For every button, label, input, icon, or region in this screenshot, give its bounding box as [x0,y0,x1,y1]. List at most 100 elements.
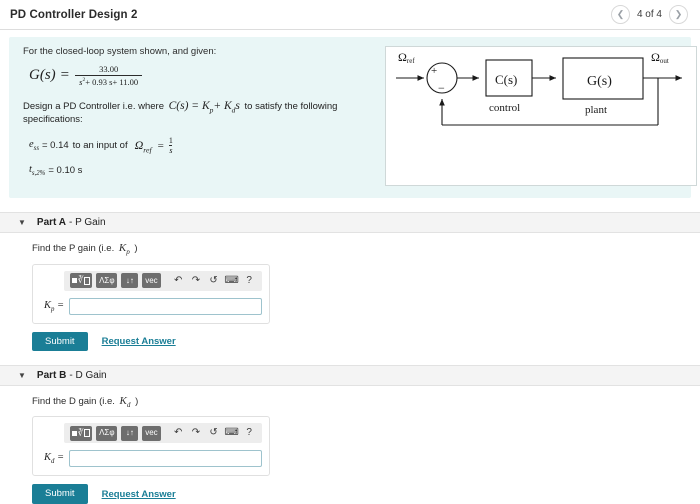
help-icon[interactable]: ? [246,274,252,286]
part-b-request-answer-link[interactable]: Request Answer [101,488,176,500]
diagram-sum-plus: + [431,65,437,77]
transfer-function-numerator: 33.00 [99,64,119,74]
spec-e-sub: ss [33,145,39,153]
spec-frac-num: 1 [168,136,173,146]
part-b-answer-input[interactable] [69,450,262,468]
part-a-math-toolbar: ∛ ΛΣφ ↓↑ vec ↶ ↷ ↺ ⌨ ? [64,270,262,291]
part-b-field-equals: = [57,452,65,464]
spec-t-base: t [29,164,32,176]
diagram-output-label: Ωout [651,50,669,65]
next-page-button[interactable]: ❯ [669,5,688,24]
part-a-label: Part A [36,217,67,229]
problem-statement: For the closed-loop system shown, and gi… [19,46,373,186]
redo-icon[interactable]: ↷ [191,274,201,286]
spec-settling-time: ts,2% = 0.10 s [29,164,373,177]
design-text-after: to satisfy the following specifications: [23,101,338,126]
template-sqrt-button[interactable]: ∛ [70,273,93,289]
spec-frac-den: s [169,145,173,156]
part-b-symbol-base: K [119,395,127,408]
part-a-answer-input[interactable] [69,297,262,315]
prev-page-button[interactable]: ❮ [610,5,630,24]
undo-icon[interactable]: ↶ [174,427,183,439]
part-b-sublabel: - D Gain [69,370,107,382]
part-a-symbol-sub: p [126,248,130,257]
diagram-block-g: G(s) [587,74,612,89]
part-a-symbol-base: K [118,242,127,255]
part-a-prompt-symbol: Kp [118,242,130,257]
reset-icon[interactable]: ↺ [209,427,218,439]
reset-icon[interactable]: ↺ [209,274,218,286]
spec-e-base: e [29,139,34,151]
part-b-symbol-sub: d [126,401,131,410]
part-b-field-label: Kd = [44,452,64,465]
controller-eq-main: C(s) = K [168,100,210,112]
design-instruction: Design a PD Controller i.e. where C(s) =… [23,100,373,125]
denominator-s: s [79,77,83,87]
page-title: PD Controller Design 2 [10,8,138,21]
part-a-field-base: K [44,299,52,311]
diagram-block-c: C(s) [495,72,517,87]
controller-sub-p: p [209,105,214,115]
part-a-prompt-after: ) [134,243,138,255]
caret-down-icon[interactable]: ▼ [18,217,26,227]
problem-panel: For the closed-loop system shown, and gi… [9,37,697,199]
part-header-b[interactable]: ▼ Part B - D Gain [0,365,700,387]
part-b-field-sub: d [51,458,55,466]
redo-icon[interactable]: ↷ [191,427,201,439]
pagination: ❮ 4 of 4 ❯ [610,5,688,24]
page-indicator: 4 of 4 [636,9,662,20]
controller-eq-end: s [235,100,240,112]
denominator-rest: + 0.93 s+ 11.00 [85,77,139,87]
part-b-prompt-symbol: Kd [119,395,131,410]
app-header: PD Controller Design 2 ❮ 4 of 4 ❯ [0,0,700,30]
vector-button[interactable]: vec [142,425,161,441]
sort-arrows-button[interactable]: ↓↑ [121,425,139,441]
part-a-field-sub: p [51,305,55,313]
keyboard-icon[interactable]: ⌨ [224,427,239,439]
controller-equation: C(s) = Kp+ Kds [168,100,240,115]
spec-omega-glyph: Ω [134,137,144,152]
part-a-field-row: Kp = [40,297,262,315]
block-diagram: Ωref Ωout + − C(s) G(s) control plant [385,46,697,187]
help-icon[interactable]: ? [246,427,252,439]
sort-arrows-button[interactable]: ↓↑ [121,273,139,289]
spec-t-sub: s,2% [31,170,46,178]
caret-down-icon[interactable]: ▼ [18,370,26,380]
part-b-actions: Submit Request Answer [32,484,700,504]
greek-symbols-button[interactable]: ΛΣφ [96,273,118,289]
part-a-field-label: Kp = [44,300,64,313]
part-a-field-equals: = [57,299,65,311]
part-b-field-row: Kd = [40,450,262,468]
part-a-submit-button[interactable]: Submit [32,331,88,352]
problem-intro: For the closed-loop system shown, and gi… [23,46,217,57]
spec-t-value: = 0.10 s [48,165,83,177]
part-b-answer-box: ∛ ΛΣφ ↓↑ vec ↶ ↷ ↺ ⌨ ? Kd = [32,416,270,477]
part-a-prompt-before: Find the P gain (i.e. [32,243,115,255]
undo-icon[interactable]: ↶ [174,274,183,286]
spec-e-value: = 0.14 [41,140,69,152]
part-b-prompt: Find the D gain (i.e. Kd ) [32,395,700,409]
spec-steady-state-error: ess = 0.14 to an input of Ωref = 1 s [29,136,373,155]
part-b-field-base: K [44,452,52,464]
part-header-a[interactable]: ▼ Part A - P Gain [0,212,700,234]
block-diagram-svg: Ωref Ωout + − C(s) G(s) control plant [396,50,682,126]
denominator-exponent: 2 [82,77,86,84]
vector-button[interactable]: vec [142,273,161,289]
greek-symbols-button[interactable]: ΛΣφ [96,425,118,441]
part-a-answer-box: ∛ ΛΣφ ↓↑ vec ↶ ↷ ↺ ⌨ ? Kp = [32,263,270,324]
spec-symbol-e: ess [29,139,39,152]
spec-omega-ref: Ωref [135,138,152,154]
keyboard-icon[interactable]: ⌨ [224,274,239,286]
part-b-prompt-after: ) [135,396,139,408]
part-b-submit-button[interactable]: Submit [32,484,88,504]
diagram-caption-plant: plant [585,104,607,116]
spec-symbol-t: ts,2% [29,164,45,177]
spec-omega-sub: ref [143,144,152,154]
template-sqrt-button[interactable]: ∛ [70,425,93,441]
controller-sub-d: d [231,105,236,115]
transfer-function-equals: = [60,67,70,83]
part-a-actions: Submit Request Answer [32,331,700,352]
part-b-math-toolbar: ∛ ΛΣφ ↓↑ vec ↶ ↷ ↺ ⌨ ? [64,423,262,444]
part-a-request-answer-link[interactable]: Request Answer [101,335,176,347]
spec-equals: = [157,139,164,152]
